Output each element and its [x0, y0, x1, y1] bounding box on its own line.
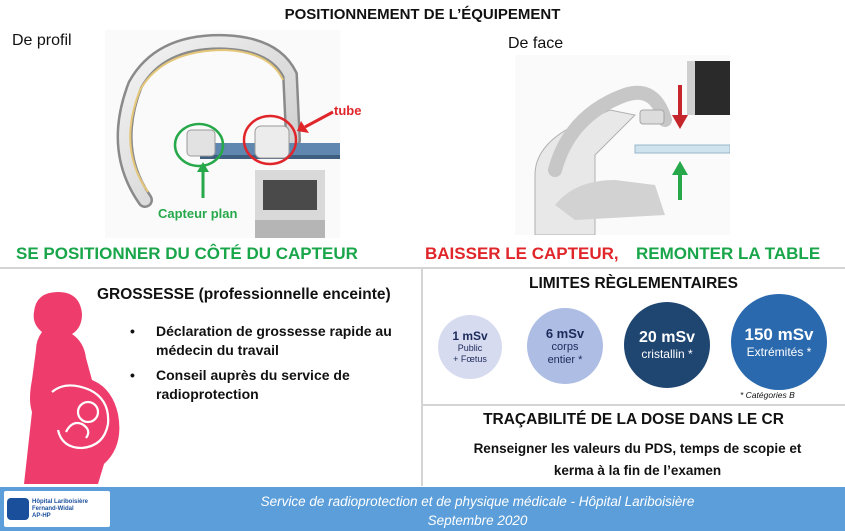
raise-table-instruction: REMONTER LA TABLE	[636, 244, 821, 263]
tube-label: tube	[334, 103, 362, 118]
limit-value: 6 mSv	[545, 325, 585, 341]
column-divider	[421, 268, 423, 486]
aphp-logo-icon	[7, 498, 29, 520]
logo-text-line: Hôpital Lariboisière	[32, 498, 89, 505]
limit-body-circle: 6 mSv corps entier *	[527, 308, 603, 384]
traceability-section-title: TRAÇABILITÉ DE LA DOSE DANS LE CR	[483, 411, 784, 428]
section-divider	[422, 404, 845, 406]
c-arm-profile-illustration	[105, 30, 340, 238]
logo-text-line: AP-HP	[32, 512, 51, 519]
limit-lens-circle: 20 mSv cristallin *	[624, 302, 710, 388]
traceability-line: Renseigner les valeurs du PDS, temps de …	[473, 441, 802, 456]
limit-caption: corps	[551, 340, 579, 353]
capteur-plan-label: Capteur plan	[158, 206, 238, 221]
front-view-label: De face	[508, 35, 564, 52]
pregnancy-bullet-list: Déclaration de grossesse rapide au médec…	[128, 322, 420, 410]
limit-caption: cristallin *	[641, 347, 693, 361]
limit-caption: Extrémités *	[746, 345, 812, 359]
limit-caption: Public	[457, 343, 483, 353]
footer-service-text: Service de radioprotection et de physiqu…	[260, 494, 695, 509]
footer-date-text: Septembre 2020	[427, 513, 528, 528]
limit-value: 20 mSv	[638, 329, 696, 346]
c-arm-front-illustration	[515, 55, 730, 235]
traceability-text: Renseigner les valeurs du PDS, temps de …	[440, 438, 835, 482]
hospital-logo: Hôpital Lariboisière Fernand-Widal AP-HP	[4, 491, 110, 527]
footer-bar	[0, 487, 845, 531]
limits-section-title: LIMITES RÈGLEMENTAIRES	[529, 275, 738, 292]
pregnant-woman-icon	[24, 292, 120, 484]
limit-value: 150 mSv	[744, 325, 814, 344]
pregnancy-section-title: GROSSESSE (professionnelle enceinte)	[97, 286, 391, 303]
limit-extremities-circle: 150 mSv Extrémités *	[731, 294, 827, 390]
logo-text-line: Fernand-Widal	[32, 505, 74, 512]
list-item: Déclaration de grossesse rapide au médec…	[128, 322, 420, 360]
profile-view-label: De profil	[12, 32, 72, 49]
limit-caption: + Fœtus	[453, 354, 487, 364]
position-side-instruction: SE POSITIONNER DU CÔTÉ DU CAPTEUR	[16, 244, 358, 263]
limit-caption: entier *	[547, 353, 583, 366]
page-title: POSITIONNEMENT DE L’ÉQUIPEMENT	[284, 6, 561, 23]
category-footnote: * Catégories B	[740, 390, 795, 400]
lower-detector-instruction: BAISSER LE CAPTEUR,	[425, 244, 619, 263]
limit-public-circle: 1 mSv Public + Fœtus	[438, 315, 502, 379]
traceability-line: kerma à la fin de l’examen	[553, 463, 722, 478]
limit-value: 1 mSv	[452, 329, 488, 343]
list-item: Conseil auprès du service de radioprotec…	[128, 366, 420, 404]
